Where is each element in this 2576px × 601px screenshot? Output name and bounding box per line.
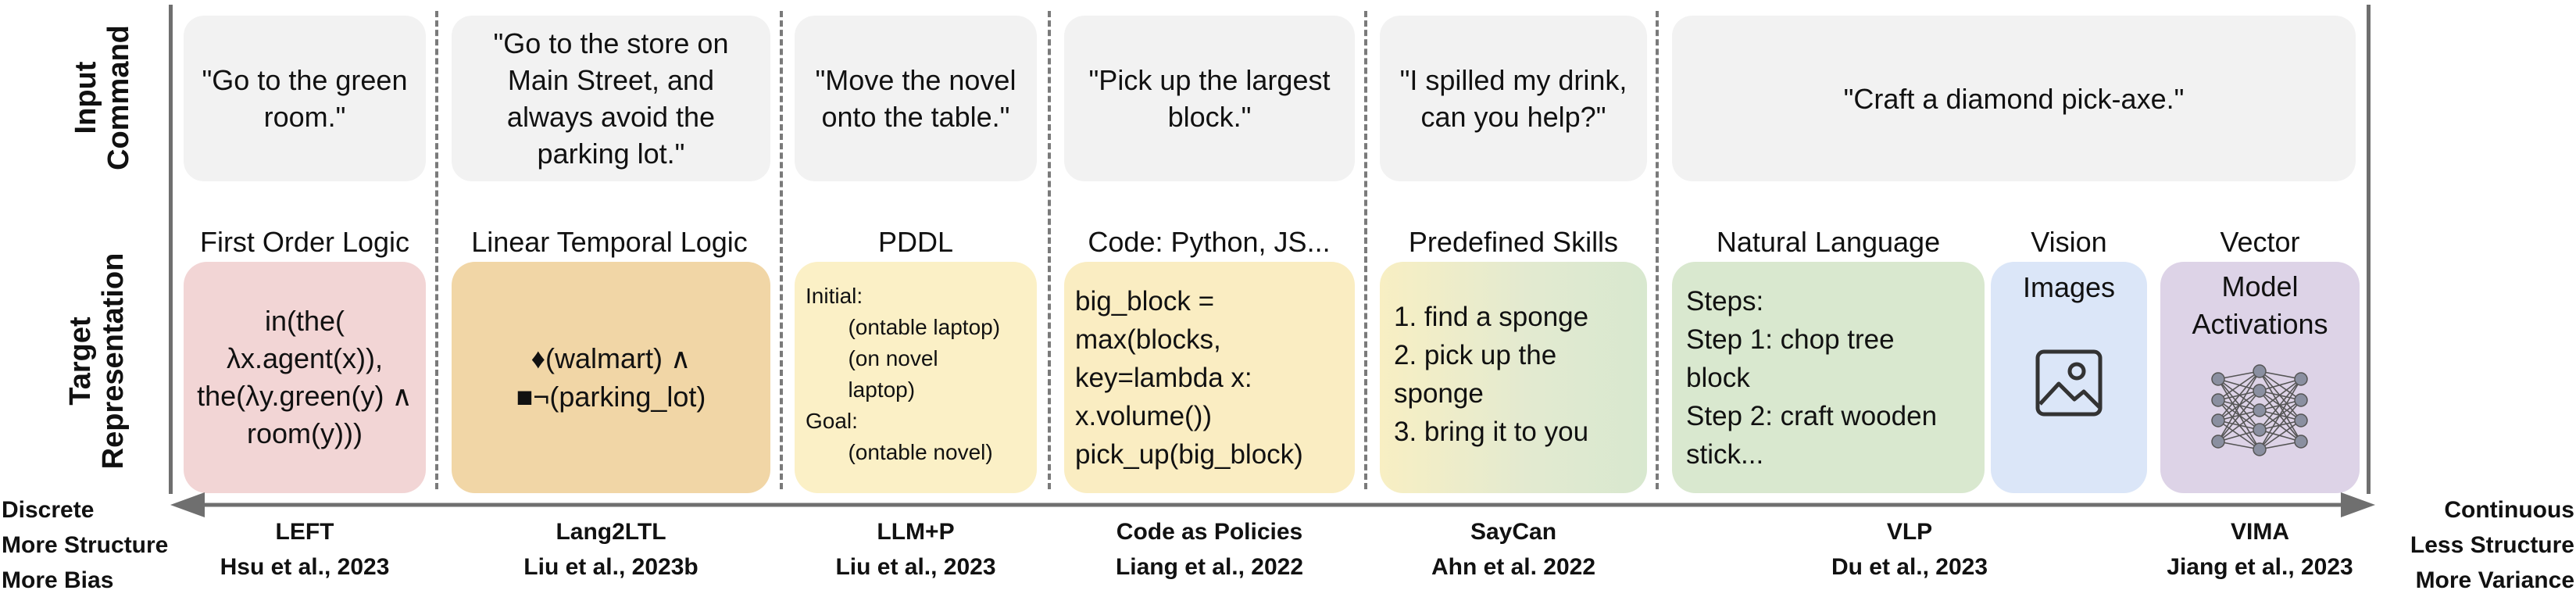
right-border-line [2367, 5, 2371, 494]
card-first-order-logic: in(the( λx.agent(x)), the(λy.green(y) ∧ … [184, 262, 426, 493]
row-label-input-command: Input Command [70, 25, 135, 170]
separator-5 [1656, 11, 1659, 489]
command-left: "Go to the green room." [184, 16, 426, 181]
card-vision: Images [1991, 262, 2147, 493]
card-first-order-logic-text: in(the( λx.agent(x)), the(λy.green(y) ∧ … [197, 305, 413, 449]
header-pddl: PDDL [877, 226, 954, 258]
card-code: big_block = max(blocks, key=lambda x: x.… [1064, 262, 1355, 493]
card-vector: Model Activations [2160, 262, 2360, 493]
row-label-target-representation: Target Representation [64, 252, 130, 470]
citation-llm-p: LLM+P Liu et al., 2023 [835, 519, 996, 580]
header-natural-language: Natural Language [1716, 226, 1941, 258]
card-ltl-text: ♦(walmart) ∧ ■¬(parking_lot) [516, 342, 706, 413]
card-linear-temporal-logic: ♦(walmart) ∧ ■¬(parking_lot) [452, 262, 770, 493]
image-icon [2035, 349, 2103, 417]
axis-right-label: Continuous Less Structure More Variance [2410, 497, 2574, 593]
card-natural-language-text: Steps: Step 1: chop tree block Step 2: c… [1686, 286, 1938, 470]
command-lang2ltl: "Go to the store on Main Street, and alw… [452, 16, 770, 181]
card-vector-label: Model Activations [2192, 270, 2328, 340]
command-saycan: "I spilled my drink, can you help?" [1380, 16, 1647, 181]
axis-left-label: Discrete More Structure More Bias [2, 497, 169, 593]
citation-left: LEFT Hsu et al., 2023 [220, 519, 390, 580]
header-vector: Vector [2220, 226, 2300, 258]
command-vlp-vima: "Craft a diamond pick-axe." [1672, 16, 2356, 181]
header-predefined-skills: Predefined Skills [1408, 226, 1619, 258]
card-vision-label: Images [2022, 271, 2116, 303]
citation-vlp: VLP Du et al., 2023 [1831, 519, 1988, 580]
citation-lang2ltl: Lang2LTL Liu et al., 2023b [523, 519, 698, 580]
citation-vima: VIMA Jiang et al., 2023 [2167, 519, 2353, 580]
command-llm-p: "Move the novel onto the table." [795, 16, 1037, 181]
header-first-order-logic: First Order Logic [199, 226, 410, 258]
citation-code-as-policies: Code as Policies Liang et al., 2022 [1115, 519, 1304, 580]
separator-2 [780, 11, 783, 489]
citation-saycan: SayCan Ahn et al. 2022 [1431, 519, 1596, 580]
header-vision: Vision [2031, 226, 2107, 258]
card-skills-text: 1. find a sponge 2. pick up the sponge 3… [1394, 302, 1589, 447]
card-predefined-skills: 1. find a sponge 2. pick up the sponge 3… [1380, 262, 1647, 493]
separator-3 [1048, 11, 1051, 489]
spectrum-arrow [170, 492, 2375, 517]
card-pddl: Initial: (ontable laptop) (on novel lapt… [795, 262, 1037, 493]
header-code: Code: Python, JS... [1088, 226, 1331, 258]
separator-1 [435, 11, 438, 489]
left-border-line [169, 5, 173, 494]
separator-4 [1364, 11, 1367, 489]
header-linear-temporal-logic: Linear Temporal Logic [471, 226, 748, 258]
card-pddl-text: Initial: (ontable laptop) (on novel lapt… [806, 284, 1001, 464]
card-code-text: big_block = max(blocks, key=lambda x: x.… [1075, 286, 1303, 470]
neural-network-icon [2211, 364, 2308, 456]
command-code-as-policies: "Pick up the largest block." [1064, 16, 1355, 181]
card-natural-language: Steps: Step 1: chop tree block Step 2: c… [1672, 262, 1985, 493]
